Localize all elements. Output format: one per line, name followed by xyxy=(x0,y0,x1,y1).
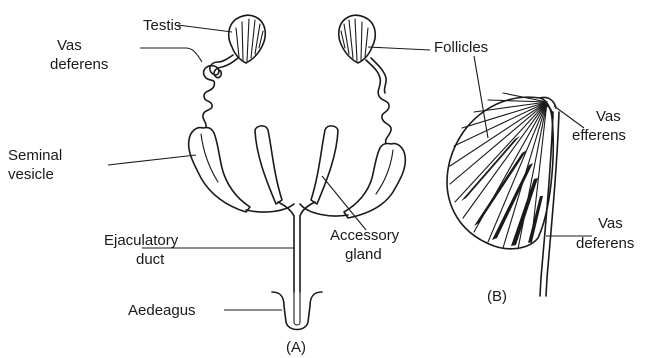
ejaculatory-duct xyxy=(246,202,348,292)
right-seminal-vesicle xyxy=(344,143,405,218)
label-vas-efferens-line1: Vas xyxy=(596,108,621,125)
aedeagus xyxy=(272,292,322,330)
figure-b-caption: (B) xyxy=(487,288,507,305)
figure-b: Follicles Vas efferens Vas deferens (B) xyxy=(368,39,634,305)
right-vas-deferens xyxy=(366,58,391,144)
label-ejaculatory-duct-line2: duct xyxy=(136,251,165,268)
label-vas-deferens-b-line2: deferens xyxy=(576,235,634,252)
label-seminal-vesicle-line2: vesicle xyxy=(8,166,54,183)
label-vas-deferens-line2: deferens xyxy=(50,56,108,73)
label-seminal-vesicle-line1: Seminal xyxy=(8,147,62,164)
label-follicles: Follicles xyxy=(434,39,488,56)
figure-a-caption: (A) xyxy=(286,339,306,356)
right-testis xyxy=(339,15,376,63)
label-ejaculatory-duct-line1: Ejaculatory xyxy=(104,232,179,249)
left-accessory-gland xyxy=(255,126,282,204)
label-testis: Testis xyxy=(143,17,181,34)
left-testis xyxy=(229,15,266,63)
label-aedeagus: Aedeagus xyxy=(128,302,196,319)
testis-b xyxy=(447,93,553,249)
figure-a: Testis Vas deferens Seminal vesicle Ejac… xyxy=(8,15,405,356)
right-accessory-gland xyxy=(311,126,338,204)
label-accessory-gland-line1: Accessory xyxy=(330,227,400,244)
label-vas-deferens-b-line1: Vas xyxy=(598,215,623,232)
label-vas-efferens-line2: efferens xyxy=(572,127,626,144)
left-seminal-vesicle xyxy=(189,128,250,212)
label-vas-deferens-line1: Vas xyxy=(57,37,82,54)
left-vas-deferens xyxy=(203,55,238,127)
label-accessory-gland-line2: gland xyxy=(345,246,382,263)
